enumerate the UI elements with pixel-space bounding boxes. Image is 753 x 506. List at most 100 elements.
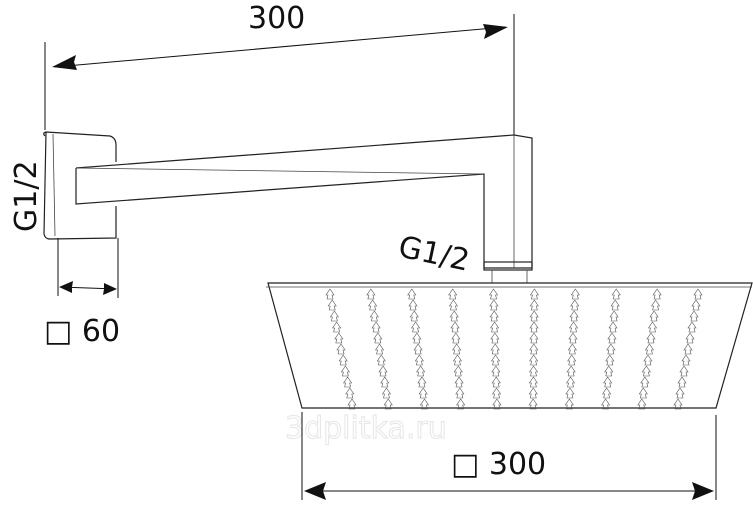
nozzle [570,288,580,300]
nozzle [416,365,426,377]
nozzle [610,299,620,311]
nozzle [329,310,339,322]
nozzle [417,376,427,388]
nozzle [381,387,392,399]
nozzle [675,387,685,399]
nozzle [374,343,385,355]
nozzle [605,354,615,366]
nozzle [689,310,699,322]
nozzle [373,332,383,344]
nozzle [608,321,618,333]
nozzle [564,398,574,410]
nozzle [679,365,689,377]
nozzle [611,288,621,300]
nozzle [528,398,538,410]
nozzle [529,310,539,322]
nozzle [609,310,619,322]
nozzle [452,354,463,366]
nozzle [490,332,500,344]
head-size-label: □ 300 [451,447,546,482]
nozzle [369,310,379,322]
wall-flange [43,131,117,240]
arm-length-dimension: 300 [44,1,515,135]
flange-dimension: □ 60 [44,238,120,349]
nozzle [408,299,418,311]
nozzle [566,365,576,377]
nozzle [336,343,346,355]
nozzle [378,365,388,377]
nozzle-row [600,288,621,410]
nozzle [327,299,337,311]
nozzle [604,365,614,377]
nozzle [600,398,611,410]
nozzle [340,365,350,377]
nozzle [409,310,419,322]
nozzle [491,376,501,388]
nozzle [489,299,499,311]
nozzle [529,288,540,300]
nozzle [643,354,653,366]
nozzle [448,299,459,311]
nozzle [683,343,693,355]
nozzle [603,376,613,388]
nozzle [640,376,650,388]
nozzle [568,321,579,333]
nozzle [347,398,357,410]
nozzle [602,387,612,399]
arm-length-label: 300 [248,1,305,36]
nozzle [651,299,661,311]
nozzle [565,387,575,399]
nozzle [368,299,378,311]
nozzle [570,299,580,311]
shower-arm [75,134,533,283]
nozzle [411,321,421,333]
nozzle-row [448,288,466,410]
nozzle [454,376,464,388]
nozzle [649,310,659,322]
nozzle [343,376,353,388]
nozzle [325,288,335,300]
nozzle [455,387,465,399]
nozzle [677,376,687,388]
nozzle-row [528,288,540,410]
nozzle [413,343,423,355]
nozzle [334,332,344,344]
nozzle [418,387,428,399]
nozzle [452,343,462,355]
nozzle [456,398,466,410]
watermark: 3dplitka.ru [285,411,447,446]
nozzle [652,288,662,300]
nozzle-rows [325,288,703,410]
nozzle [568,332,578,344]
nozzle [647,321,658,333]
nozzle [569,310,579,322]
nozzle [412,332,422,344]
nozzle [371,321,381,333]
nozzle [529,332,539,344]
nozzle [332,321,342,333]
nozzle [681,354,691,366]
nozzle [565,376,576,388]
nozzle [407,288,417,300]
shower-head [266,282,753,410]
nozzle-row [488,288,502,410]
nozzle-row [673,288,703,410]
nozzle [687,321,697,333]
nozzle [419,398,430,410]
nozzle [489,310,499,322]
head-size-dimension: □ 300 [301,412,717,500]
nozzle [528,365,539,377]
nozzle [488,288,499,300]
nozzle [673,398,683,410]
nozzle [376,354,386,366]
nozzle-row [366,288,393,410]
nozzle-row [564,288,580,410]
nozzle [529,343,539,355]
nozzle [644,343,655,355]
nozzle [567,354,577,366]
nozzle [453,365,463,377]
nozzle [529,354,539,366]
nozzle [693,288,703,300]
nozzle [637,398,647,410]
